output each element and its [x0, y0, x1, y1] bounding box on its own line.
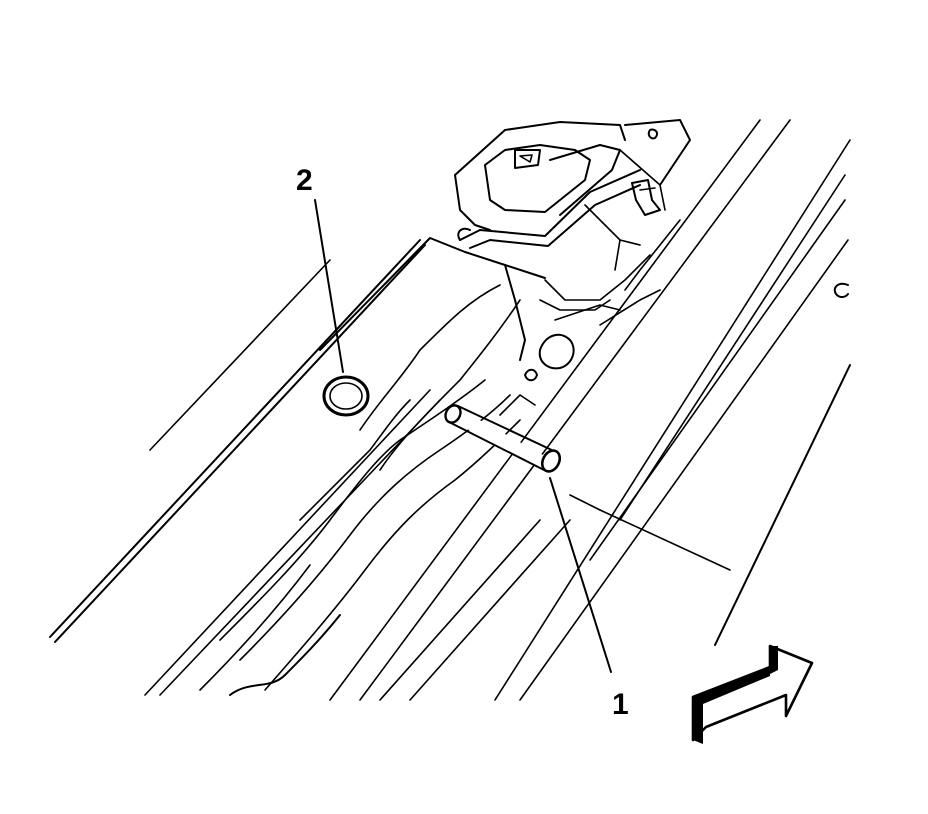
front-direction-arrow-icon — [691, 644, 814, 744]
seat-latch-bracket — [454, 119, 691, 311]
pin — [444, 404, 562, 473]
callout-leader-2 — [314, 199, 344, 373]
rail-lines — [329, 119, 851, 701]
callout-label-1: 1 — [612, 688, 629, 721]
hole-plug — [322, 375, 370, 417]
callout-label-2: 2 — [296, 164, 313, 197]
floor-panel — [49, 239, 441, 696]
callout-leader-1 — [549, 477, 612, 673]
retainer-clip — [833, 282, 849, 298]
seat-rail — [199, 237, 571, 701]
rail-mechanism — [499, 289, 661, 416]
